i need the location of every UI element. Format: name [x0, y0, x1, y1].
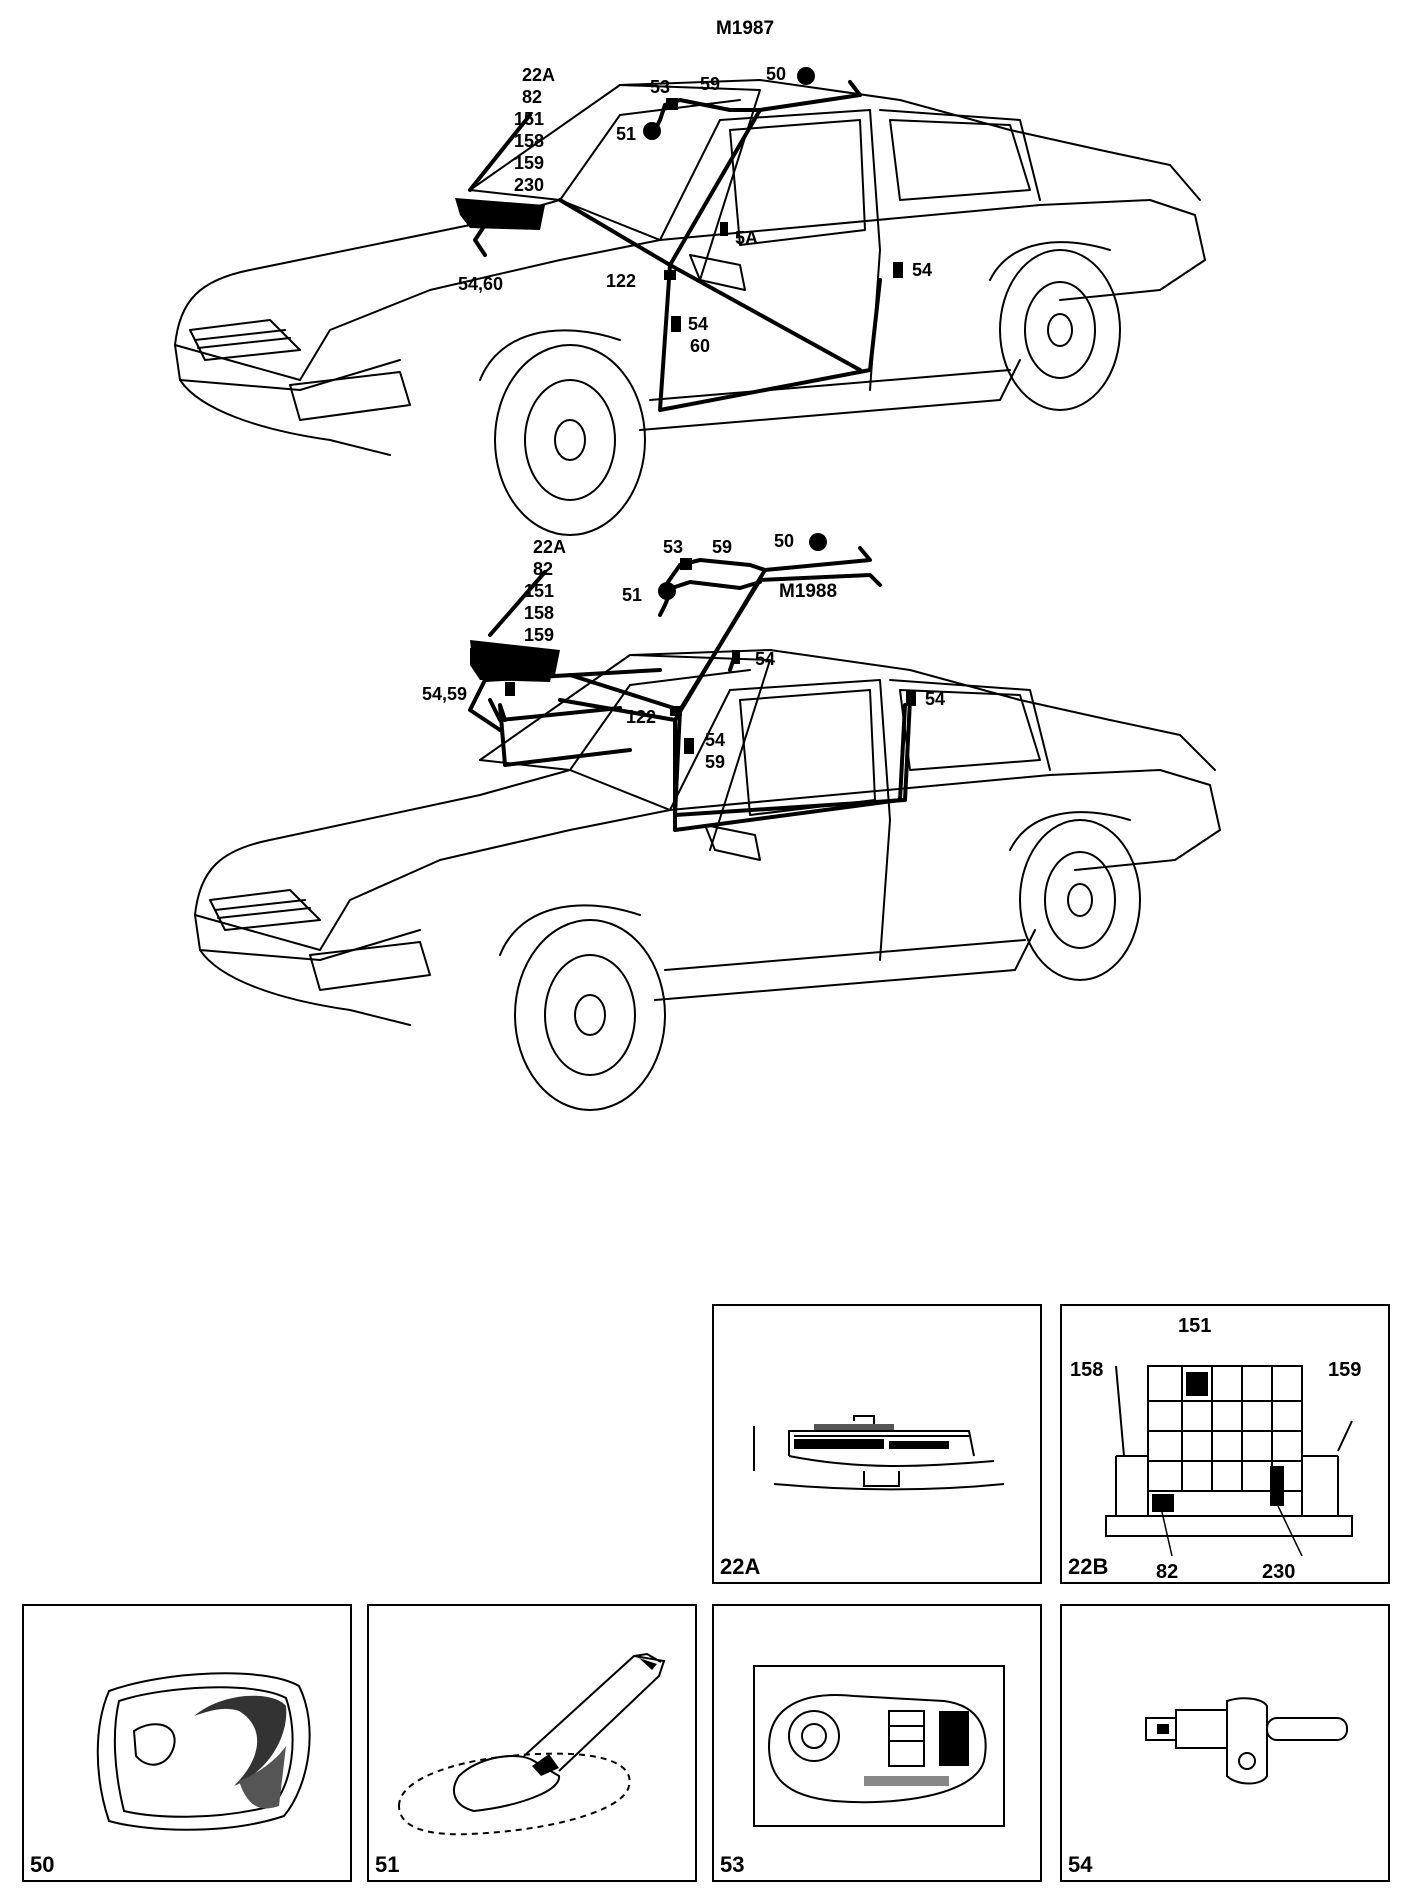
panel-label: 50	[30, 1852, 55, 1877]
mirror-51-illustration	[397, 1652, 666, 1836]
diagram-m1987: M1987	[174, 18, 1206, 536]
panel-53: 53	[712, 1604, 1042, 1882]
panel-54: 54	[1060, 1604, 1390, 1882]
connector-22a-illustration	[753, 1415, 1005, 1491]
callout: 151	[514, 109, 544, 129]
connector-54-pillar	[671, 316, 681, 332]
diagram-title: M1988	[779, 581, 837, 602]
panel-22b: 151 158 159 82 230 22B	[1060, 1304, 1390, 1584]
callout: 158	[514, 131, 544, 151]
connector-122	[670, 706, 682, 716]
callout-159: 159	[1328, 1359, 1361, 1381]
callout-59: 59	[712, 537, 732, 557]
connector-50	[797, 67, 815, 85]
diagram-title: M1987	[716, 18, 774, 39]
connector-54-59	[505, 682, 515, 696]
fuse-230	[1270, 1466, 1284, 1506]
callout: 230	[514, 175, 544, 195]
callout-54-pillar: 54	[688, 314, 708, 334]
callout-50: 50	[766, 64, 786, 84]
callout: 82	[522, 87, 542, 107]
connector-22a-block	[470, 640, 560, 675]
panel-label: 54	[1068, 1852, 1093, 1877]
connector-51	[643, 122, 661, 140]
panel-label: 51	[375, 1852, 400, 1877]
callout-53: 53	[650, 77, 670, 97]
door-switch-54-illustration	[1145, 1697, 1348, 1785]
connector-50	[809, 533, 827, 551]
callout-54-59: 54,59	[422, 684, 467, 704]
callout-60-pillar: 60	[690, 336, 710, 356]
callouts: 53 59 50 51 5A 54 54,60 122 54 60	[458, 64, 932, 356]
connector-22a-block	[455, 198, 545, 230]
callout-59-pillar: 59	[705, 752, 725, 772]
callout-122: 122	[606, 271, 636, 291]
connector-122	[664, 270, 676, 280]
callout: 82	[533, 559, 553, 579]
callout-50: 50	[774, 531, 794, 551]
car-outline	[174, 79, 1206, 536]
callout-54-60: 54,60	[458, 274, 503, 294]
connector-53	[666, 98, 678, 110]
callout-122: 122	[626, 707, 656, 727]
callout: 159	[524, 625, 554, 645]
callout-53: 53	[663, 537, 683, 557]
fuse-82	[1152, 1494, 1174, 1512]
callout-54-front: 54	[755, 649, 775, 669]
panel-label: 53	[720, 1852, 745, 1877]
connector-54-rear	[893, 262, 903, 278]
panel-50: 50	[22, 1604, 352, 1882]
connector-53	[680, 558, 692, 570]
callout-230: 230	[1262, 1561, 1295, 1582]
panel-label: 22A	[720, 1554, 761, 1579]
fuse-151	[1186, 1372, 1208, 1396]
callout: 22A	[522, 65, 555, 85]
callout-158: 158	[1070, 1359, 1103, 1381]
harness-connectors	[455, 67, 903, 332]
connector-54-rear	[906, 690, 916, 706]
callout-stack: 22A 82 151 158 159 230	[514, 65, 555, 195]
callout: 151	[524, 581, 554, 601]
callout-5a: 5A	[735, 228, 758, 248]
callout-54-pillar: 54	[705, 730, 725, 750]
lamp-53-illustration	[753, 1665, 1005, 1827]
connector-51	[658, 582, 676, 600]
callout-151: 151	[1178, 1315, 1211, 1337]
car-outline	[194, 649, 1221, 1111]
connector-54-front	[732, 650, 740, 664]
callout-59: 59	[700, 74, 720, 94]
panel-label: 22B	[1068, 1554, 1109, 1579]
panel-51: 51	[367, 1604, 697, 1882]
callout-82: 82	[1156, 1561, 1178, 1582]
callout-54-rear: 54	[912, 260, 932, 280]
callout-54-rear: 54	[925, 689, 945, 709]
callout: 230	[524, 647, 554, 667]
connector-5a	[720, 222, 728, 236]
callout: 22A	[533, 537, 566, 557]
callout: 159	[514, 153, 544, 173]
fuse-block-22b-illustration: 151 158 159 82 230	[1070, 1315, 1361, 1582]
callout-51: 51	[622, 585, 642, 605]
connector-54-pillar	[684, 738, 694, 754]
panel-22a: 22A	[712, 1304, 1042, 1584]
callout-51: 51	[616, 124, 636, 144]
diagram-m1988-harness: 22A 82 151 158 159 230 53 59 50 51 54 54…	[422, 531, 945, 832]
dome-lamp-50-illustration	[96, 1672, 311, 1831]
callout: 158	[524, 603, 554, 623]
